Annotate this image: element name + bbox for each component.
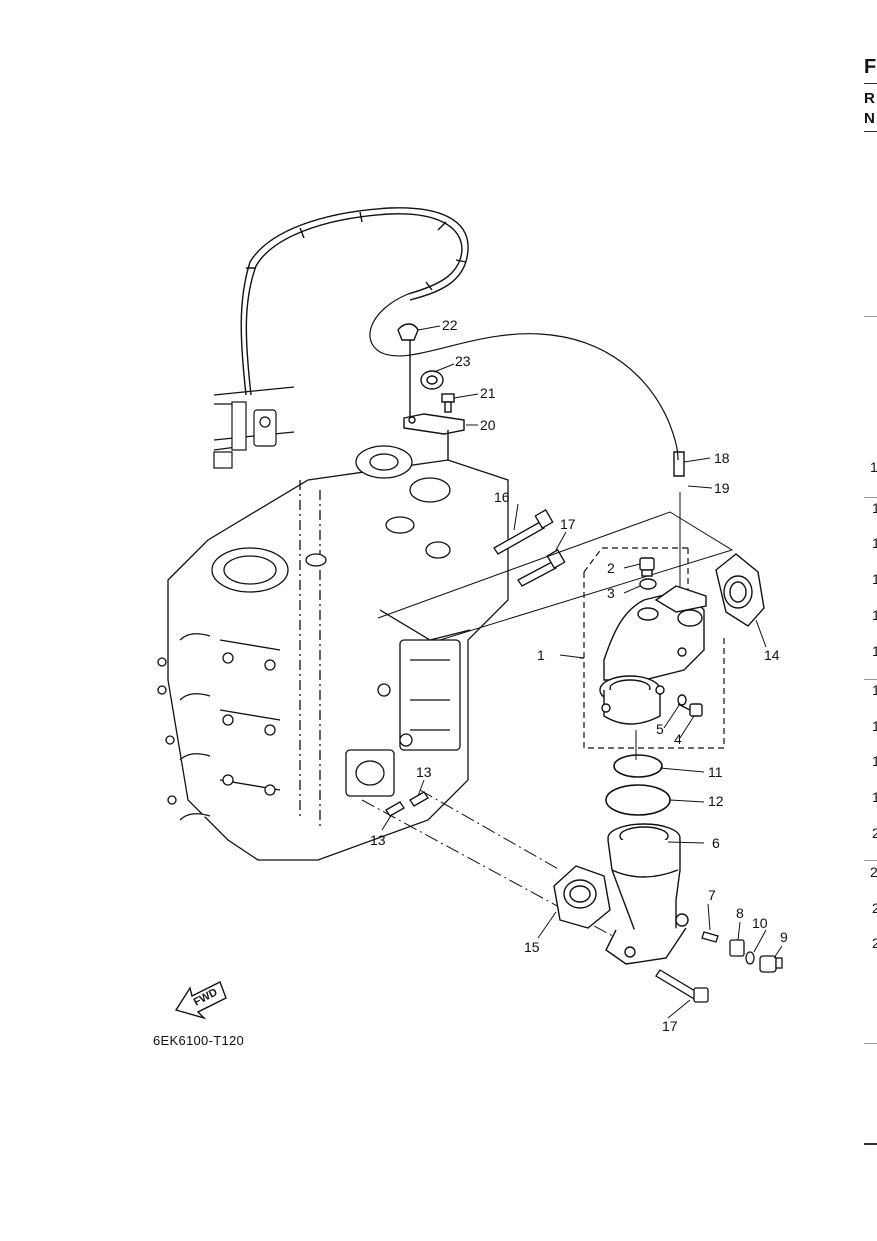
gasket-14	[715, 553, 765, 627]
o-ring-10	[745, 951, 755, 965]
figure-code: 6EK6100-T120	[153, 1033, 245, 1048]
callout-16: 16	[494, 489, 510, 505]
edge-rule-5	[864, 679, 877, 680]
callout-1: 1	[537, 647, 545, 663]
callout-18: 18	[714, 450, 730, 466]
edge-row-12: 2	[870, 864, 877, 880]
edge-row-14: 2	[872, 935, 877, 951]
callout-14: 14	[764, 647, 780, 663]
bolt-21	[441, 393, 455, 413]
dowel-pin-13b	[385, 801, 405, 817]
edge-rule-6	[864, 860, 877, 861]
callout-23: 23	[455, 353, 471, 369]
callout-13-upper: 13	[416, 764, 432, 780]
cylinder-block	[157, 445, 509, 861]
callout-6: 6	[712, 835, 720, 851]
spacer-8	[729, 939, 745, 957]
edge-row-8: 1	[872, 718, 877, 734]
callout-10: 10	[752, 915, 768, 931]
callout-5: 5	[656, 721, 664, 737]
callout-8: 8	[736, 905, 744, 921]
callout-15: 15	[524, 939, 540, 955]
edge-rule-1	[864, 83, 877, 84]
thermostat-cover	[599, 585, 707, 725]
callout-11: 11	[708, 764, 723, 780]
callout-7: 7	[708, 887, 716, 903]
edge-row-1: 1	[870, 459, 877, 475]
callout-numbers: 1 2 3 4 5 6 7 8 9 10 11 12 13 13 14 15 1…	[370, 317, 788, 1034]
callout-13-lower: 13	[370, 832, 386, 848]
o-ring-12	[605, 784, 671, 816]
forward-arrow-icon: FWD	[174, 981, 227, 1020]
gasket-5	[677, 694, 687, 706]
water-outlet-6	[605, 823, 689, 965]
edge-row-11: 2	[872, 825, 877, 841]
callout-leaders	[381, 325, 783, 1019]
edge-row-4: 1	[872, 571, 877, 587]
mount-fragment	[213, 386, 295, 469]
edge-row-9: 1	[872, 753, 877, 769]
edge-rule-8	[864, 1143, 877, 1145]
edge-row-2: 1	[872, 500, 877, 516]
edge-rule-7	[864, 1043, 877, 1044]
edge-row-7: 1	[872, 682, 877, 698]
edge-row-13: 2	[872, 900, 877, 916]
callout-22: 22	[442, 317, 458, 333]
breather-hose	[240, 207, 469, 396]
bolt-17-upper	[517, 549, 566, 587]
callout-3: 3	[607, 585, 615, 601]
callout-12: 12	[708, 793, 724, 809]
edge-heading-r: R	[864, 90, 875, 107]
callout-2: 2	[607, 560, 615, 576]
dowel-pin-13a	[409, 791, 429, 807]
gasket-15	[553, 865, 611, 929]
callout-9: 9	[780, 929, 788, 945]
bolt-4	[677, 703, 703, 717]
callout-4: 4	[674, 731, 682, 747]
holder-23	[420, 370, 444, 390]
bolt-16	[493, 509, 554, 555]
edge-rule-2	[864, 131, 877, 132]
edge-heading-n: N	[864, 110, 875, 127]
callout-19: 19	[714, 480, 730, 496]
callout-21: 21	[480, 385, 496, 401]
edge-row-5: 1	[872, 607, 877, 623]
edge-row-3: 1	[872, 535, 877, 551]
gasket-3	[639, 578, 657, 590]
bolt-7	[701, 931, 719, 943]
plug-9	[759, 955, 783, 973]
edge-rule-3	[864, 316, 877, 317]
o-ring-11	[613, 754, 663, 778]
edge-heading-f: F	[864, 56, 877, 78]
callout-20: 20	[480, 417, 496, 433]
callout-17-lower: 17	[662, 1018, 678, 1034]
bolt-17-lower	[655, 969, 709, 1003]
callout-17-upper: 17	[560, 516, 576, 532]
clip-22	[397, 323, 419, 420]
plug-2	[639, 557, 655, 577]
edge-row-6: 1	[872, 643, 877, 659]
edge-row-10: 1	[872, 789, 877, 805]
edge-rule-4	[864, 497, 877, 498]
pilot-hose	[369, 293, 685, 477]
